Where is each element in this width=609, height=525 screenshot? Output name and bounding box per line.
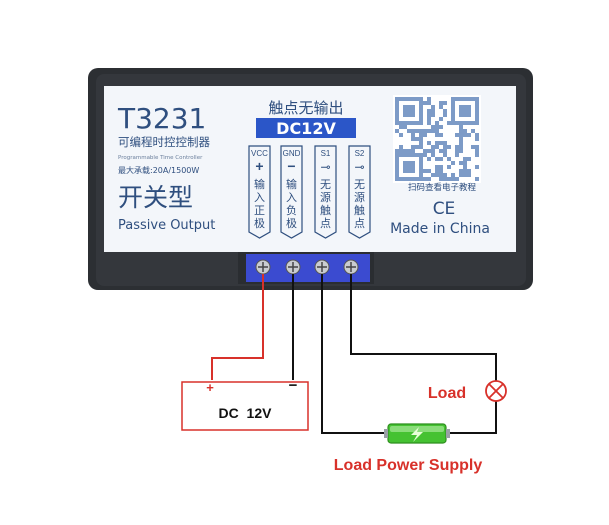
contact-type-cn: 触点无输出 (268, 99, 343, 117)
supply-box (256, 118, 356, 138)
terminal-desc-char: 点 (354, 217, 365, 230)
power-supply-label: DC 12V (219, 405, 273, 421)
terminal-desc-char: 极 (254, 216, 265, 230)
switch-contact-icon: ⊸ (320, 160, 330, 174)
terminal-desc-char: 负 (286, 203, 297, 217)
qr-caption: 扫码查看电子教程 (408, 182, 477, 193)
minus-icon: − (287, 158, 295, 174)
plus-icon: + (255, 158, 263, 174)
terminal-col-s1: S1 ⊸ 无 源 触 点 (314, 145, 337, 239)
load-label: Load (428, 385, 466, 402)
terminal-screw-s1 (314, 259, 330, 275)
wire-s2 (350, 274, 497, 434)
type-cn: 开关型 (118, 183, 193, 212)
terminal-label: S1 (321, 149, 331, 158)
terminal-col-gnd: GND − 输 入 负 极 (280, 145, 303, 239)
terminal-desc-char: 触 (354, 203, 365, 217)
power-minus-terminal: − (289, 377, 298, 394)
type-en: Passive Output (118, 218, 215, 233)
terminal-desc-char: 源 (354, 190, 365, 204)
ce-mark-icon: CE (433, 199, 456, 219)
terminal-screw-vcc (255, 259, 271, 275)
terminal-desc-char: 入 (286, 192, 297, 204)
terminal-label: GND (283, 149, 301, 158)
product-name-en: Programmable Time Controller (118, 155, 203, 161)
model-number: T3231 (117, 102, 206, 135)
terminal-label: VCC (251, 149, 268, 158)
terminal-desc-char: 触 (320, 203, 331, 217)
qr-code-icon (393, 95, 481, 183)
wire-s1 (321, 274, 388, 434)
power-supply-box (181, 381, 309, 431)
terminal-desc-char: 极 (286, 216, 297, 230)
terminal-desc-char: 点 (320, 217, 331, 230)
terminal-desc-char: 正 (254, 205, 265, 217)
terminal-col-vcc: VCC + 输 入 正 极 (248, 145, 271, 239)
terminal-screw-s2 (343, 259, 359, 275)
product-name-cn: 可编程时控控制器 (118, 135, 210, 149)
made-in-label: Made in China (390, 221, 490, 237)
switch-contact-icon: ⊸ (354, 160, 364, 174)
load-power-supply-label: Load Power Supply (334, 457, 483, 474)
terminal-screw-gnd (285, 259, 301, 275)
wire-vcc (211, 274, 264, 380)
power-plus-terminal: + (206, 380, 214, 395)
rating-text: 最大承载:20A/1500W (118, 165, 199, 175)
terminal-desc-char: 源 (320, 190, 331, 204)
supply-voltage: DC12V (276, 119, 336, 138)
terminal-desc-char: 输 (286, 177, 297, 191)
terminal-col-s2: S2 ⊸ 无 源 触 点 (348, 145, 371, 239)
terminal-desc-char: 入 (254, 192, 265, 204)
terminal-desc-char: 无 (354, 179, 365, 191)
terminal-label: S2 (355, 149, 365, 158)
lamp-icon (485, 380, 507, 402)
terminal-desc-char: 无 (320, 179, 331, 191)
battery-icon (384, 423, 450, 444)
terminal-desc-char: 输 (254, 177, 265, 191)
